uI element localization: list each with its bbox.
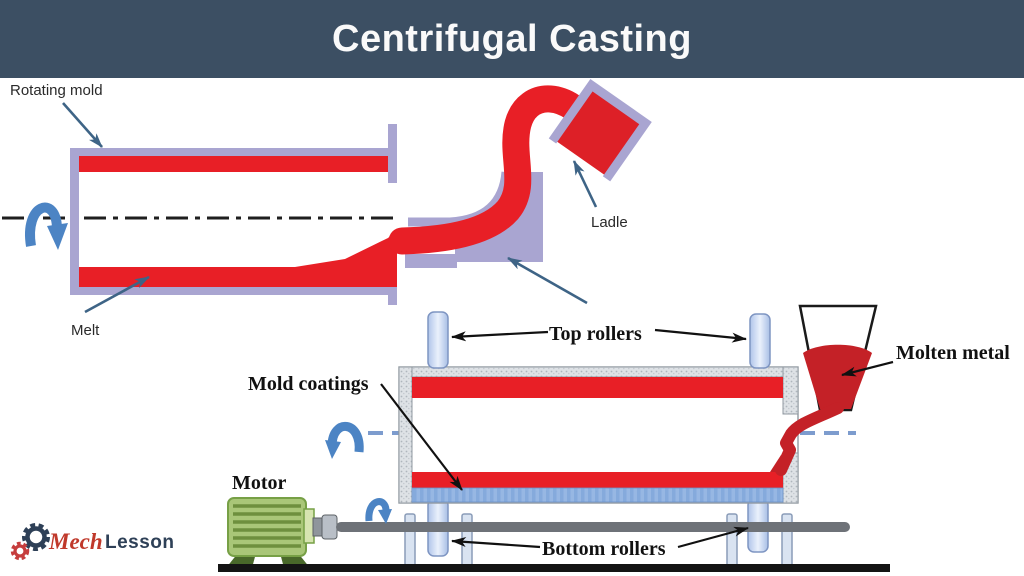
machine-mold <box>398 366 799 504</box>
rotating-mold-arrow <box>62 102 103 148</box>
bottom-rollers-label: Bottom rollers <box>542 538 666 560</box>
top-rollers-arrow-left <box>451 330 549 342</box>
rotation-arrow-icon <box>25 202 68 250</box>
pour-stream <box>388 85 606 255</box>
mold-rotation-arrow-icon <box>325 422 364 459</box>
ladle-arrow <box>572 160 598 208</box>
casting-diagram: Rotating mold Melt Ladle <box>2 78 1010 572</box>
motor-label: Motor <box>232 472 287 494</box>
title-bar: Centrifugal Casting <box>0 0 1024 78</box>
melt-layer-top <box>79 156 388 172</box>
melt-arrow <box>84 275 150 314</box>
casting-layer-bottom <box>412 472 783 488</box>
logo-text-lesson: Lesson <box>105 532 175 553</box>
top-roller-right <box>749 313 771 369</box>
top-rollers-arrow-right <box>654 328 747 343</box>
ladle-label: Ladle <box>591 214 628 231</box>
motor <box>226 497 315 568</box>
rotating-mold-label: Rotating mold <box>10 82 103 99</box>
spout-arrow <box>507 256 588 305</box>
mold-coating-layer <box>411 487 784 503</box>
top-roller-left <box>427 311 449 369</box>
pouring-funnel <box>770 304 878 476</box>
shaft-coupling <box>312 514 338 540</box>
bottom-rollers-arrow-left <box>451 536 541 549</box>
shaft-rotation-arrow-icon <box>365 498 392 524</box>
top-rollers-label: Top rollers <box>549 323 642 345</box>
gear-icon <box>10 523 50 561</box>
drive-shaft <box>336 522 850 532</box>
casting-layer-top <box>412 377 783 398</box>
roller-machine-diagram: Top rollers Mold coatings Molten metal M… <box>218 304 1010 572</box>
base-line <box>218 564 890 572</box>
mold-coatings-arrow <box>380 383 463 491</box>
melt-layer-bottom <box>79 230 397 287</box>
bottom-rollers-arrow-right <box>677 526 749 549</box>
rotating-mold-diagram: Rotating mold Melt Ladle <box>2 78 652 339</box>
molten-metal-arrow <box>841 360 894 377</box>
molten-metal-label: Molten metal <box>896 342 1010 364</box>
mold-coatings-label: Mold coatings <box>248 373 369 395</box>
mechlesson-logo: Mech Lesson <box>10 523 175 561</box>
logo-text-mech: Mech <box>48 529 103 554</box>
melt-label: Melt <box>71 322 100 339</box>
page-title: Centrifugal Casting <box>332 17 692 60</box>
ladle <box>548 78 652 182</box>
